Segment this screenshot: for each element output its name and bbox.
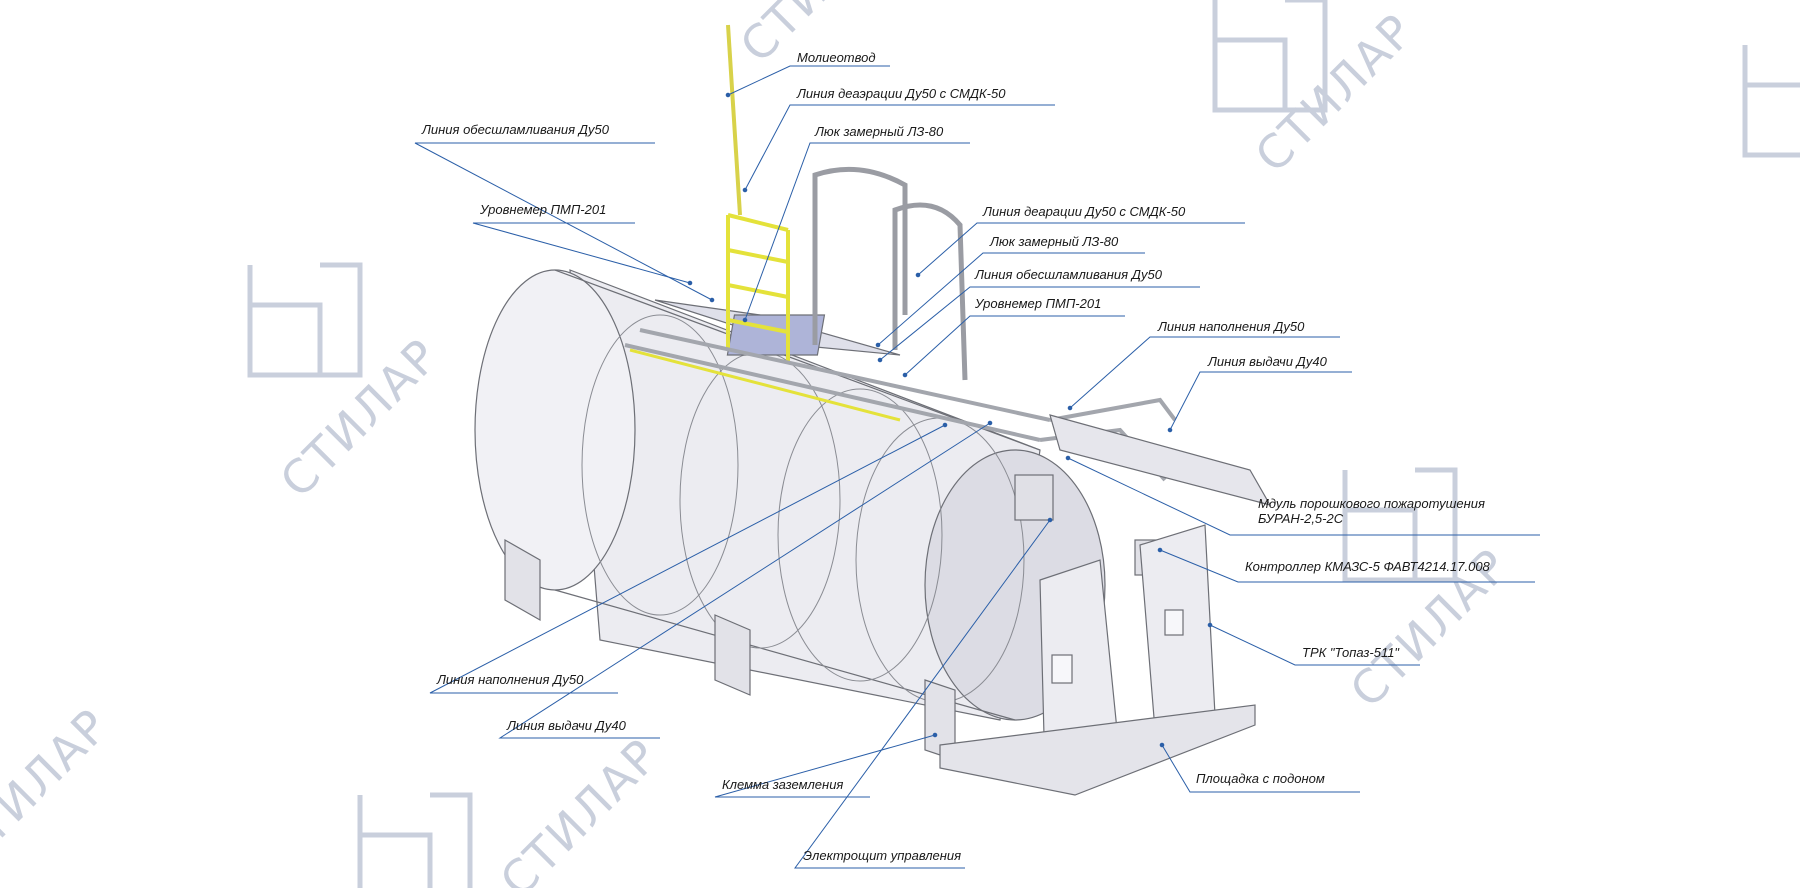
leader-line-deaeration-line-2 (917, 222, 1245, 276)
leader-arrow-filling-line-left (942, 422, 948, 428)
leader-arrow-measuring-hatch-1 (742, 317, 748, 323)
leader-arrow-dispenser (1207, 622, 1213, 628)
leader-line-measuring-hatch-1 (744, 142, 970, 321)
leader-arrow-level-gauge-2 (902, 372, 908, 378)
leader-line-level-gauge-2 (904, 315, 1125, 376)
leader-line-filling-line-right (1069, 336, 1340, 409)
tank-left-end (474, 269, 636, 591)
leader-line-platform (1161, 744, 1360, 793)
watermark-logo-icon (1342, 467, 1458, 583)
leader-arrow-controller (1157, 547, 1163, 553)
watermark-logo-icon (1742, 45, 1800, 158)
leader-arrow-dispensing-line-right (1167, 427, 1173, 433)
leader-arrow-grounding-clamp (932, 732, 938, 738)
leader-line-control-panel (794, 519, 1051, 869)
watermark-brand-text: СТИЛАР (730, 0, 910, 73)
leader-line-dispensing-line-right (1169, 371, 1352, 431)
watermark-brand-text: СТИЛАР (490, 728, 670, 888)
leader-line-level-gauge-1 (472, 222, 691, 284)
leader-arrow-platform (1159, 742, 1165, 748)
watermark-logo-icon (247, 262, 363, 378)
leader-arrow-desludging-line-1 (709, 297, 715, 303)
leader-line-dispensing-line-left (498, 422, 991, 739)
dispenser-rear-display (1164, 609, 1184, 636)
fuel-tank-drawing (474, 24, 1272, 796)
yellow-pipe (629, 348, 901, 422)
base-platform (939, 704, 1256, 796)
watermark-brand-text: СТИЛАР (1245, 3, 1425, 183)
ladder (726, 213, 790, 362)
leader-arrow-filling-line-right (1067, 405, 1073, 411)
leader-arrow-deaeration-line-2 (915, 272, 921, 278)
leader-line-filling-line-left (429, 424, 946, 694)
leader-arrow-control-panel (1047, 517, 1053, 523)
watermark-logo-icon (357, 792, 473, 888)
discharge-pipe (1049, 414, 1272, 506)
tank-supports (504, 538, 956, 761)
leader-line-grounding-clamp (714, 734, 936, 798)
top-pipes (624, 328, 1177, 482)
leader-line-lightning-rod (727, 65, 890, 96)
watermark-brand-text: СТИЛАР (1340, 538, 1520, 718)
leader-arrow-desludging-line-2 (877, 357, 883, 363)
leader-line-desludging-line-1 (414, 142, 713, 301)
leader-arrow-level-gauge-1 (687, 280, 693, 286)
leader-arrow-measuring-hatch-2 (875, 342, 881, 348)
leader-arrow-fire-module-line2 (1065, 455, 1071, 461)
leader-arrow-dispensing-line-left (987, 420, 993, 426)
watermark-logo-icon (1212, 0, 1328, 113)
dispenser-front-display (1051, 654, 1073, 684)
leader-lines (414, 65, 1540, 869)
watermark-brand-text: СТИЛАР (0, 698, 120, 878)
leader-arrow-deaeration-line-1 (742, 187, 748, 193)
vent-pipes (812, 166, 968, 381)
leader-line-dispenser (1209, 624, 1420, 666)
leader-line-desludging-line-2 (879, 286, 1200, 361)
lightning-rod-mast (726, 24, 742, 216)
leader-line-deaeration-line-1 (744, 104, 1055, 191)
leader-line-fire-module-line2 (1067, 457, 1540, 536)
leader-line-controller (1159, 549, 1535, 583)
electrical-box (1014, 474, 1054, 521)
leader-line-measuring-hatch-2 (877, 252, 1145, 346)
leader-arrow-lightning-rod (725, 92, 731, 98)
